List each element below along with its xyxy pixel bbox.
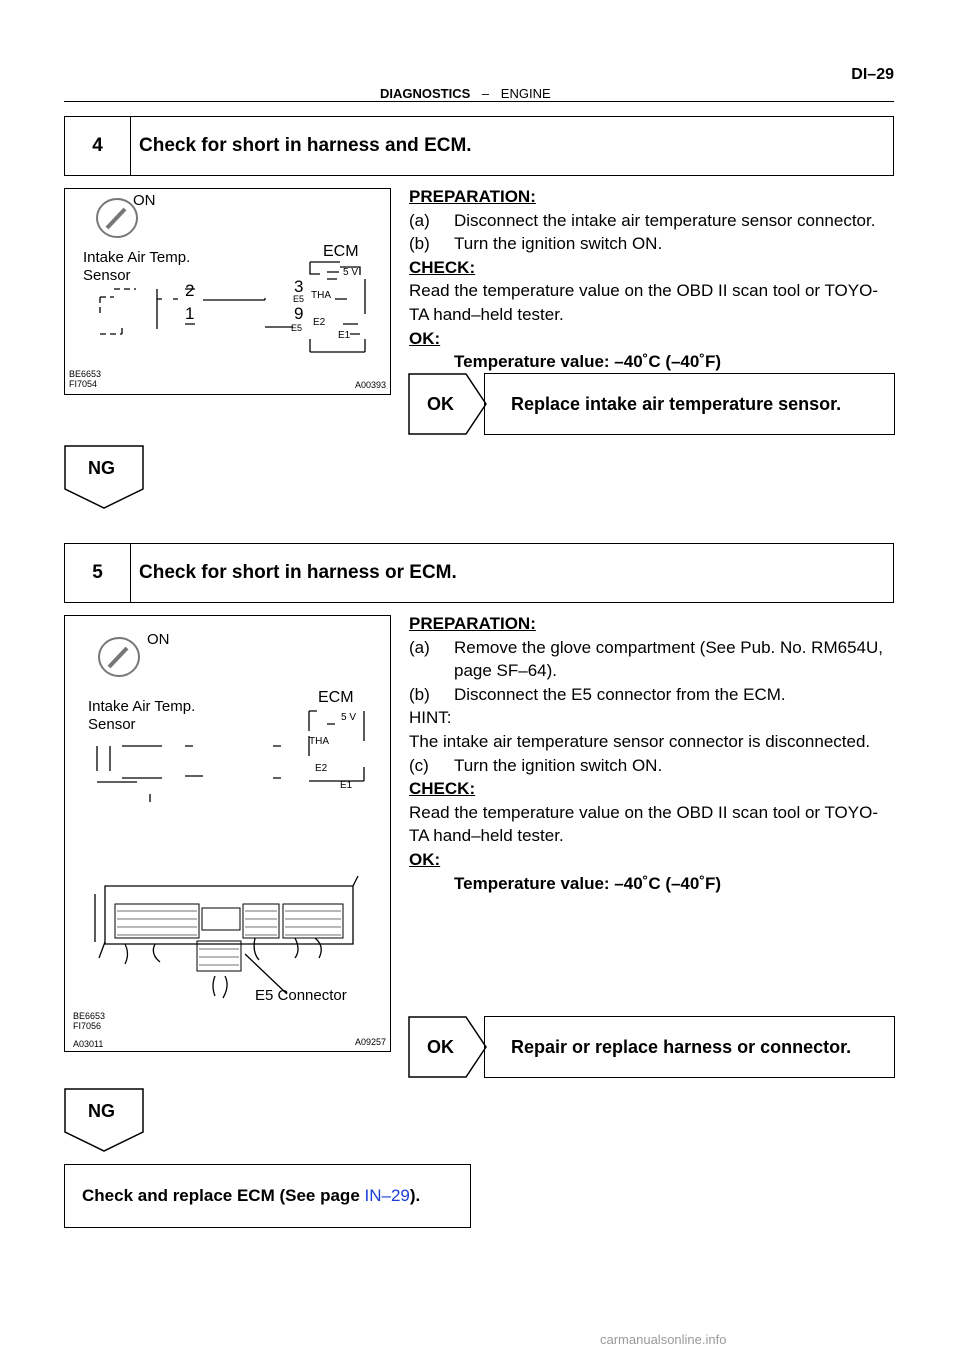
e5-label-a: E5 [293, 294, 305, 304]
e1-label: E1 [340, 780, 353, 791]
5v-label: 5 V [341, 712, 357, 723]
hint-heading: HINT: [409, 708, 452, 728]
prep-item-b: (b)Disconnect the E5 connector from the … [409, 684, 786, 704]
prep-item-a: (a)Remove the glove compartment (See Pub… [409, 637, 883, 657]
pin-1: 1 [185, 304, 195, 323]
figure-codes: BE6653 FI7056 [73, 1011, 106, 1031]
step-number: 5 [65, 544, 131, 602]
header-subsection: ENGINE [500, 86, 551, 101]
pin-2: 2 [185, 281, 195, 300]
ok-action-box: Replace intake air temperature sensor. [484, 373, 895, 435]
ng-arrow [64, 445, 144, 509]
e2-label: E2 [313, 317, 326, 328]
prep-item-a-cont: page SF–64). [454, 661, 558, 681]
sensor-label: Intake Air Temp. Sensor [88, 698, 196, 733]
ok-criteria: Temperature value: –40˚C (–40˚F) [454, 873, 722, 893]
figure-codes: BE6653 FI7054 [69, 369, 102, 389]
5v-label: 5 V [343, 267, 359, 278]
prep-item-b: (b)Turn the ignition switch ON. [409, 234, 663, 254]
watermark: carmanualsonline.info [600, 1332, 727, 1347]
e1-label: E1 [338, 330, 351, 341]
wiring-diagram [94, 637, 365, 999]
step-number: 4 [65, 117, 131, 175]
check-heading: CHECK: [409, 257, 476, 277]
e5-connector-label: E5 Connector [255, 987, 347, 1004]
step-5-figure: ON Intake Air Temp. Sensor ECM 5 V THA E… [64, 615, 391, 1052]
step-5-instructions: PREPARATION: (a)Remove the glove compart… [409, 612, 899, 895]
check-text-2: TA hand–held tester. [409, 826, 564, 846]
page-number: DI–29 [851, 66, 894, 83]
page-header: DIAGNOSTICS – ENGINE [380, 86, 551, 101]
pin-9: 9 [294, 304, 304, 323]
ok-arrow [408, 373, 487, 435]
figure-id: A00393 [354, 380, 386, 390]
wiring-diagram [96, 198, 366, 353]
step-4-header: 4 Check for short in harness and ECM. [64, 116, 894, 176]
step-4-figure: ON Intake Air Temp. Sensor ECM 2 1 3 9 E… [64, 188, 391, 395]
preparation-heading: PREPARATION: [409, 187, 536, 206]
ecm-label: ECM [323, 243, 359, 260]
on-label: ON [147, 631, 170, 648]
e2-label: E2 [315, 763, 328, 774]
e5-label-b: E5 [291, 323, 303, 333]
step-5-header: 5 Check for short in harness or ECM. [64, 543, 894, 603]
step-title: Check for short in harness and ECM. [139, 135, 472, 156]
ok-heading: OK: [409, 849, 441, 869]
tha-label: THA [309, 736, 329, 747]
page-link[interactable]: IN–29 [364, 1186, 410, 1205]
ng-label: NG [88, 458, 115, 478]
figure-ref: A03011 [73, 1039, 104, 1049]
ng-arrow [64, 1088, 144, 1152]
prep-item-a: (a)Disconnect the intake air temperature… [409, 210, 876, 230]
sensor-label: Intake Air Temp. Sensor [83, 249, 191, 284]
ng-label: NG [88, 1101, 115, 1121]
on-label: ON [133, 192, 156, 209]
prep-item-c: (c)Turn the ignition switch ON. [409, 755, 663, 775]
step-title: Check for short in harness or ECM. [139, 562, 457, 583]
check-text-1: Read the temperature value on the OBD II… [409, 802, 879, 822]
final-text: Check and replace ECM (See page [82, 1186, 365, 1205]
ok-arrow [408, 1016, 487, 1078]
ok-criteria: Temperature value: –40˚C (–40˚F) [454, 352, 722, 372]
header-dash: – [481, 86, 490, 101]
hint-text: The intake air temperature sensor connec… [409, 731, 871, 751]
check-text-1: Read the temperature value on the OBD II… [409, 281, 879, 301]
ok-action-box: Repair or replace harness or connector. [484, 1016, 895, 1078]
step-4-instructions: PREPARATION: (a)Disconnect the intake ai… [409, 185, 899, 374]
header-section: DIAGNOSTICS [380, 86, 471, 101]
final-action-box: Check and replace ECM (See page IN–29). [64, 1164, 471, 1228]
pin-3: 3 [294, 277, 304, 296]
header-rule [64, 101, 894, 102]
ok-label: OK [427, 1037, 454, 1057]
ok-heading: OK: [409, 328, 441, 348]
check-text-2: TA hand–held tester. [409, 304, 564, 324]
tha-label: THA [311, 290, 331, 301]
ok-label: OK [427, 394, 454, 414]
ecm-label: ECM [318, 689, 354, 706]
check-heading: CHECK: [409, 779, 476, 799]
figure-id: A09257 [354, 1037, 386, 1047]
final-text-end: ). [409, 1186, 421, 1205]
preparation-heading: PREPARATION: [409, 614, 536, 633]
